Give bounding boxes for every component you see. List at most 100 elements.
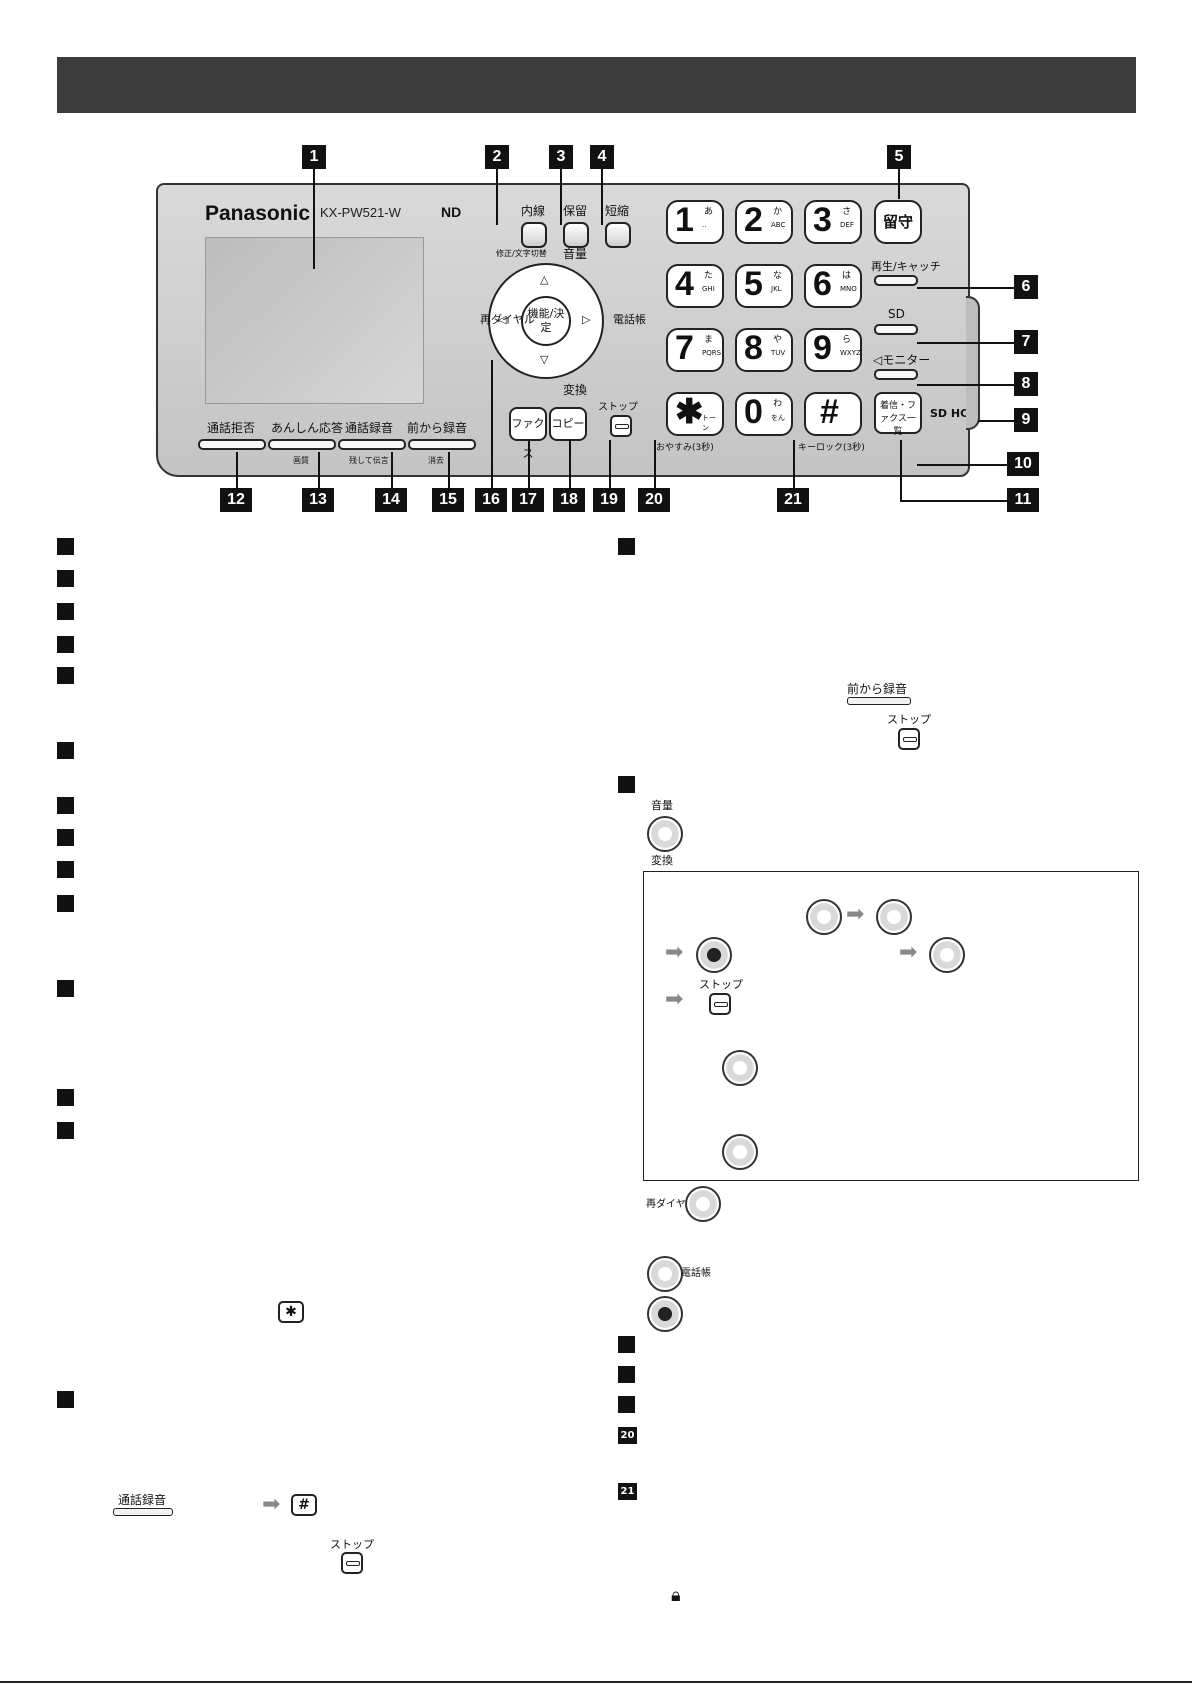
dpad-box-icon-3: [929, 937, 965, 973]
horyu-button[interactable]: [563, 222, 589, 248]
callout-6: 6: [1014, 275, 1038, 299]
callout-4: 4: [590, 145, 614, 169]
tanshuku-label: 短縮: [605, 204, 630, 218]
callout-20: 20: [638, 488, 670, 512]
tsuwa-rokuon-button[interactable]: [338, 439, 406, 450]
leader-12: [236, 452, 238, 488]
dpad-left-icon[interactable]: ◁: [498, 313, 507, 326]
bullet-16: [618, 776, 635, 793]
stop-inline-label-2: ストップ: [887, 713, 931, 726]
arrow-box-icon-4: ➡: [665, 987, 684, 1012]
leader-2: [496, 169, 498, 225]
fax-button[interactable]: ファクス: [509, 407, 547, 460]
chakushin-button[interactable]: 着信・ファクス一覧: [874, 392, 922, 437]
dpad-right-icon[interactable]: ▷: [582, 313, 591, 326]
dpad-up-icon[interactable]: △: [540, 273, 549, 286]
dpad-inline-icon: [647, 816, 683, 852]
leader-20: [654, 440, 656, 488]
kino-button[interactable]: 機能/決定: [521, 296, 571, 346]
leader-8: [917, 384, 1014, 386]
callout-19: 19: [593, 488, 625, 512]
tsuwa-kyohi-button[interactable]: [198, 439, 266, 450]
dpad[interactable]: △ ▽ ◁ ▷ 機能/決定: [488, 263, 604, 379]
hash-key-icon: #: [291, 1494, 317, 1516]
bullet-17: [618, 1336, 635, 1353]
henkan-label: 変換: [563, 383, 588, 397]
bullet-3: [57, 603, 74, 620]
bullet-14: [57, 1391, 74, 1408]
monitor-button[interactable]: [874, 369, 918, 380]
redial-inline-label: 再ダイヤル: [646, 1199, 696, 1210]
callout-18: 18: [553, 488, 585, 512]
bottom-rule: [0, 1681, 1192, 1683]
bullet-20: 20: [618, 1427, 637, 1444]
nd-logo: ND: [441, 204, 462, 220]
stop-inline-icon-2: [898, 728, 920, 750]
leader-6: [917, 287, 1014, 289]
dpad-redial-icon: [685, 1186, 721, 1222]
leader-11a: [900, 440, 902, 500]
callout-2: 2: [485, 145, 509, 169]
tsuwa-rokuon-inline-label: 通話録音: [118, 1493, 167, 1507]
dpad-box-icon-1: [806, 899, 842, 935]
naisen-button[interactable]: [521, 222, 547, 248]
callout-13: 13: [302, 488, 334, 512]
tanshuku-button[interactable]: [605, 222, 631, 248]
sd-button[interactable]: [874, 324, 918, 335]
saisei-button[interactable]: [874, 275, 918, 286]
horyu-label: 保留: [563, 204, 588, 218]
key-star[interactable]: ✱トーン: [666, 392, 724, 436]
bullet-19: [618, 1396, 635, 1413]
brand-logo: Panasonic: [205, 202, 311, 225]
tsuwa-rokuon-inline-bar: [113, 1508, 173, 1516]
bullet-12: [57, 1089, 74, 1106]
model-name: KX-PW521-W: [320, 205, 401, 220]
lock-icon: 🔒︎: [671, 1585, 681, 1606]
leader-16: [491, 360, 493, 488]
leader-15: [448, 452, 450, 488]
leader-3: [560, 169, 562, 225]
onryo-label: 音量: [563, 247, 588, 261]
leader-1: [313, 169, 315, 269]
callout-1: 1: [302, 145, 326, 169]
leader-18: [569, 440, 571, 488]
onryo-inline-label: 音量: [651, 799, 673, 812]
stop-label: ストップ: [598, 402, 638, 413]
stop-button[interactable]: [610, 415, 632, 437]
leader-13: [318, 452, 320, 488]
tsuwa-kyohi-label: 通話拒否: [207, 421, 256, 435]
key-hash[interactable]: #: [804, 392, 862, 436]
callout-15: 15: [432, 488, 464, 512]
naisen-sub-label: 修正/文字切替: [496, 249, 547, 258]
panel-side-edge: [966, 296, 980, 430]
callout-10: 10: [1007, 452, 1039, 476]
bullet-7: [57, 797, 74, 814]
copy-button[interactable]: コピー: [549, 407, 587, 441]
bullet-8: [57, 829, 74, 846]
dpad-box-icon-4: [722, 1050, 758, 1086]
bullet-11: [57, 980, 74, 997]
maekara-rokuon-button[interactable]: [408, 439, 476, 450]
device-panel: Panasonic KX-PW521-W ND 内線 修正/文字切替 保留 短縮…: [156, 183, 970, 477]
naisen-label: 内線: [521, 204, 546, 218]
callout-16: 16: [475, 488, 507, 512]
stop-inline-icon: [341, 1552, 363, 1574]
rusu-button[interactable]: 留守: [874, 200, 922, 244]
anshin-outou-button[interactable]: [268, 439, 336, 450]
bullet-21: 21: [618, 1483, 637, 1500]
dpad-box-icon-2: [876, 899, 912, 935]
henkan-inline-label: 変換: [651, 854, 673, 867]
dpad-down-icon[interactable]: ▽: [540, 353, 549, 366]
sd-hc-logo: SD HC: [930, 407, 969, 420]
phonebook-label: 電話帳: [613, 313, 646, 326]
